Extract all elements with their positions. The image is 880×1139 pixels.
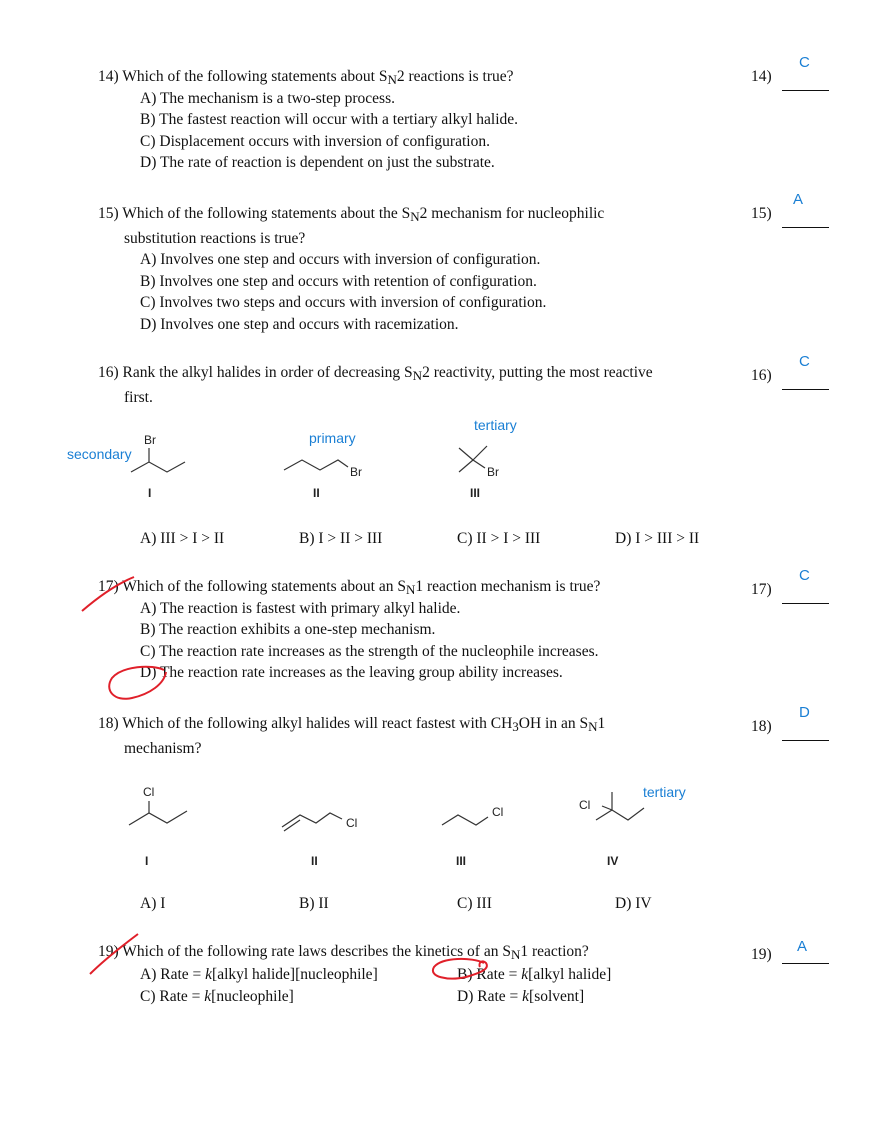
question-stem: 18) Which of the following alkyl halides… — [98, 715, 606, 734]
question-18: 18) Which of the following alkyl halides… — [98, 715, 606, 757]
option-c: C) The reaction rate increases as the st… — [140, 642, 599, 660]
option-b: B) The reaction exhibits a one-step mech… — [140, 621, 436, 638]
structure-tert-butyl-bromide — [458, 445, 488, 473]
question-15: 15) Which of the following statements ab… — [98, 203, 604, 335]
question-stem: 19) Which of the following rate laws des… — [98, 943, 589, 962]
answer-line — [782, 603, 829, 604]
option-c: C) Displacement occurs with inversion of… — [140, 132, 490, 150]
option-b: B) I > II > III — [299, 530, 383, 547]
note-primary: primary — [309, 430, 356, 446]
handwritten-answer: D — [799, 704, 810, 721]
option-d: D) The reaction rate increases as the le… — [140, 664, 563, 681]
option-c: C) II > I > III — [457, 530, 541, 547]
answer-blank-15[interactable]: 15) A — [751, 191, 831, 229]
structure-1-bromobutane — [283, 459, 349, 471]
question-stem: 15) Which of the following statements ab… — [98, 205, 605, 224]
question-17: 17) Which of the following statements ab… — [98, 576, 600, 684]
question-16: 16) Rank the alkyl halides in order of d… — [98, 364, 653, 406]
handwritten-answer: A — [797, 938, 808, 955]
option-a: A) Rate = k[alkyl halide][nucleophile] — [140, 966, 378, 983]
answer-line — [782, 90, 829, 91]
option-b: B) Involves one step and occurs with ret… — [140, 272, 537, 290]
answer-blank-16[interactable]: 16) C — [751, 353, 831, 391]
structure-1-chloropropane — [441, 814, 489, 826]
handwritten-answer: C — [799, 54, 810, 71]
structure-4-chloro-1-butene — [281, 812, 343, 832]
handwritten-answer: A — [793, 191, 804, 208]
option-c: C) Rate = k[nucleophile] — [140, 988, 294, 1005]
note-tertiary: tertiary — [474, 417, 517, 433]
option-c: C) Involves two steps and occurs with in… — [140, 294, 547, 311]
option-d: D) Involves one step and occurs with rac… — [140, 315, 459, 333]
answer-blank-18[interactable]: 18) D — [751, 704, 831, 742]
option-d: D) I > III > II — [615, 530, 700, 547]
structure-2-bromobutane — [130, 448, 186, 473]
answer-blank-19[interactable]: 19) A — [751, 938, 831, 970]
option-a: A) I — [140, 895, 166, 912]
note-tertiary: tertiary — [643, 784, 686, 800]
option-d: D) The rate of reaction is dependent on … — [140, 154, 495, 171]
handwritten-answer: C — [799, 353, 810, 370]
question-stem: 14) Which of the following statements ab… — [98, 68, 514, 87]
option-b: B) II — [299, 895, 329, 912]
option-a: A) The reaction is fastest with primary … — [140, 599, 461, 617]
answer-line — [782, 963, 829, 964]
option-a: A) III > I > II — [140, 530, 225, 547]
option-d: D) Rate = k[solvent] — [457, 988, 585, 1005]
option-c: C) III — [457, 895, 492, 912]
handwritten-answer: C — [799, 567, 810, 584]
option-d: D) IV — [615, 895, 652, 912]
option-b: B) Rate = k[alkyl halide] — [457, 966, 612, 983]
answer-blank-17[interactable]: 17) C — [751, 567, 831, 605]
answer-line — [782, 389, 829, 390]
option-b: B) The fastest reaction will occur with … — [140, 111, 519, 128]
option-a: A) The mechanism is a two-step process. — [140, 89, 395, 107]
structure-2-chlorobutane — [128, 801, 188, 826]
answer-line — [782, 740, 829, 741]
question-stem: 16) Rank the alkyl halides in order of d… — [98, 364, 653, 383]
question-19: 19) Which of the following rate laws des… — [98, 941, 589, 963]
option-a: A) Involves one step and occurs with inv… — [140, 251, 541, 268]
structure-2-chloro-2-methylbutane — [595, 792, 645, 821]
note-secondary: secondary — [67, 446, 132, 462]
answer-line — [782, 227, 829, 228]
question-stem: 17) Which of the following statements ab… — [98, 578, 601, 597]
answer-blank-14[interactable]: 14) C — [751, 54, 831, 92]
question-14: 14) Which of the following statements ab… — [98, 66, 518, 174]
